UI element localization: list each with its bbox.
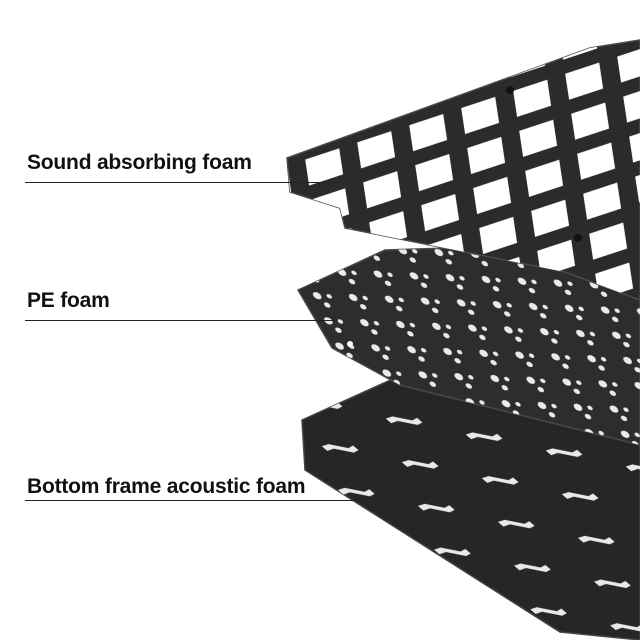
label-sound-absorbing-foam: Sound absorbing foam	[27, 151, 252, 174]
leader-line-bottom-frame-acoustic-foam	[25, 500, 367, 501]
leader-line-sound-absorbing-foam	[25, 182, 337, 183]
pe-foam-layer	[296, 241, 640, 446]
bottom-frame-acoustic-foam-layer	[301, 377, 640, 640]
sound-absorbing-foam-layer	[286, 39, 640, 301]
mounting-hole	[347, 341, 353, 347]
mounting-hole	[574, 234, 582, 242]
leader-line-pe-foam	[25, 320, 337, 321]
mounting-hole	[506, 86, 514, 94]
label-pe-foam: PE foam	[27, 289, 110, 312]
label-bottom-frame-acoustic-foam: Bottom frame acoustic foam	[27, 475, 306, 498]
